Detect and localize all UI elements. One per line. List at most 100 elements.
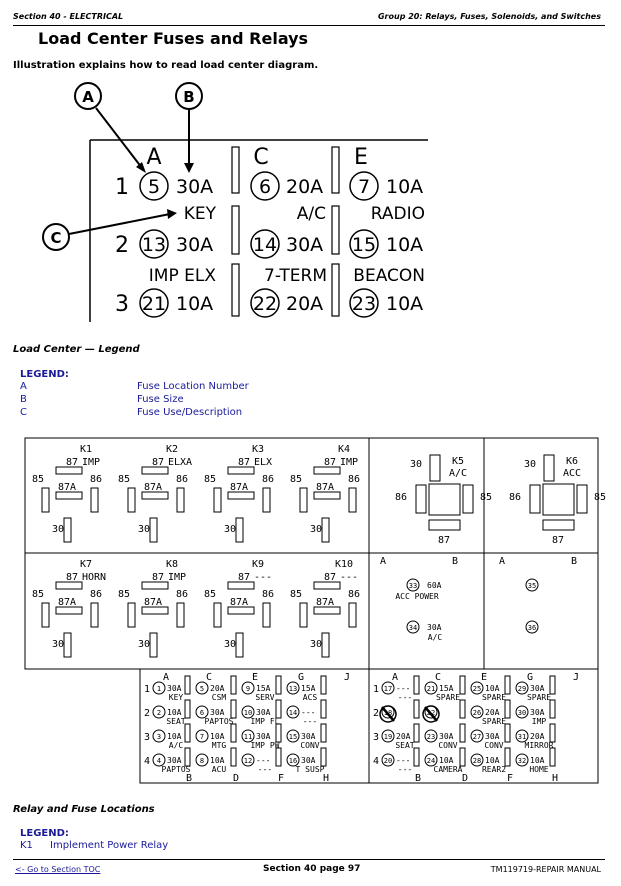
row-number: 1	[144, 684, 150, 695]
column-letter: A	[146, 145, 161, 170]
fuse-location-circle	[525, 578, 539, 592]
relay-pin-label: 86	[90, 474, 102, 485]
fuse-slot-separator	[184, 747, 191, 767]
fuse-location-number: 6	[200, 709, 204, 717]
fuse-size: 30A	[167, 756, 182, 765]
manual-id: TM119719-REPAIR MANUAL	[490, 865, 601, 874]
fuse-slot-separator	[459, 675, 466, 695]
footer-divider	[13, 859, 605, 860]
fuse-location-number: 4	[157, 757, 161, 765]
relay-pin-label: 85	[204, 474, 216, 485]
header-divider	[13, 25, 605, 26]
fuse-location-number: 28	[473, 757, 481, 765]
fuse-description: SPARE	[436, 693, 460, 702]
fuse-slot-separator	[459, 747, 466, 767]
relay-pin-87a	[227, 606, 255, 615]
fuse-location-circle	[381, 729, 395, 743]
relay-pin-30	[235, 632, 244, 658]
fuse-size: 30A	[530, 708, 545, 717]
fuse-location-circle	[470, 681, 484, 695]
fuse-location-circle	[515, 705, 529, 719]
relay-id: K7	[80, 559, 92, 570]
relay-pin-85	[41, 487, 50, 513]
locations-caption: Relay and Fuse Locations	[13, 804, 155, 815]
callout-a-arrowhead	[136, 162, 146, 173]
relay-pin-87a	[313, 491, 341, 500]
fuse-slot-separator	[413, 675, 420, 695]
column-letter: B	[452, 556, 458, 567]
column-letter: G	[298, 672, 304, 683]
fuse-location-number: 23	[427, 733, 435, 741]
relay-pin-87a	[55, 606, 83, 615]
relay-pin-87	[542, 519, 575, 531]
fuse-size: 20A	[396, 732, 411, 741]
legend-key: C	[20, 407, 27, 418]
fuse-location-circle	[195, 753, 209, 767]
relay-body	[542, 483, 575, 516]
relay-id: K4	[338, 444, 350, 455]
fuse-location-number: 17	[384, 685, 392, 693]
relay-pin-label: 87A	[144, 597, 162, 608]
column-letter: C	[253, 145, 268, 170]
relay-pin-30	[429, 454, 441, 482]
relay-name: ELXA	[168, 457, 192, 468]
relay-pin-label: 30	[524, 459, 536, 470]
fuse-location-circle	[241, 681, 255, 695]
relay-pin-label: 87A	[230, 482, 248, 493]
row-number: 1	[115, 175, 129, 200]
relay-name: ACC	[563, 468, 581, 479]
fuse-location-number: 3	[157, 733, 161, 741]
relay-name: ---	[254, 572, 272, 583]
fuse-size: 30A	[439, 732, 454, 741]
relay-id: K8	[166, 559, 178, 570]
fuse-slot-separator	[320, 675, 327, 695]
relay-id: K10	[335, 559, 353, 570]
row-number: 3	[373, 732, 379, 743]
fuse-slot-separator	[230, 699, 237, 719]
fuse-description: MIRROR	[525, 741, 554, 750]
relay-pin-87	[227, 581, 255, 590]
relay-pin-label: 87	[66, 457, 78, 468]
row-number: 2	[115, 233, 129, 258]
column-letter: J	[344, 672, 350, 683]
relay-pin-label: 30	[410, 459, 422, 470]
fuse-description: ---	[303, 717, 317, 726]
fuse-description: ---	[258, 765, 272, 774]
relay-pin-label: 87	[152, 572, 164, 583]
relay-pin-label: 30	[138, 639, 150, 650]
relay-pin-label: 85	[204, 589, 216, 600]
fuse-slot-separator	[230, 723, 237, 743]
fuse-slot-separator	[504, 723, 511, 743]
section-toc-link[interactable]: <- Go to Section TOC	[15, 865, 101, 874]
relay-pin-85	[41, 602, 50, 628]
fuse-size: 20A	[286, 293, 323, 315]
removed-fuse-ring	[422, 705, 440, 723]
relay-pin-label: 30	[138, 524, 150, 535]
column-letter: H	[323, 773, 329, 784]
fuse-location-number: 8	[200, 757, 204, 765]
fuse-location-circle	[515, 753, 529, 767]
relay-pin-label: 30	[52, 524, 64, 535]
fuse-location-circle	[152, 729, 166, 743]
relay-pin-87	[313, 581, 341, 590]
relay-pin-label: 86	[90, 589, 102, 600]
fuse-location-number: 14	[253, 234, 277, 256]
fuse-description: PAPTOS	[162, 765, 191, 774]
fuse-size: 15A	[301, 684, 316, 693]
fuse-slot-separator	[331, 205, 340, 255]
fuse-location-number: 33	[409, 582, 417, 590]
relay-pin-30	[63, 632, 72, 658]
fuse-size: 30A	[176, 176, 213, 198]
fuse-slot-separator	[184, 723, 191, 743]
relay-pin-86	[348, 487, 357, 513]
fuse-description: PAPTOS	[205, 717, 234, 726]
fuse-size: 30A	[286, 234, 323, 256]
fuse-location-circle	[241, 729, 255, 743]
fuse-size: 60A	[427, 581, 442, 590]
fuse-location-number: 12	[244, 757, 252, 765]
relay-name: IMP	[168, 572, 186, 583]
